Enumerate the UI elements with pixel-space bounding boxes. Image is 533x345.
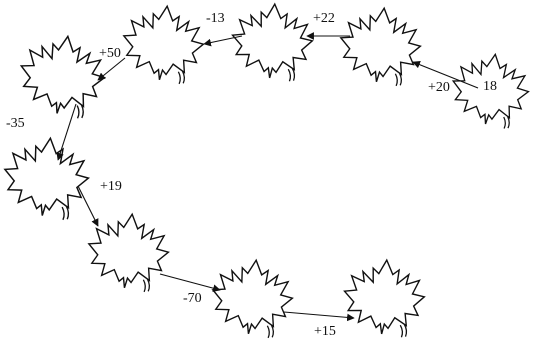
step-label-3: -13 <box>206 11 225 26</box>
step-arrow-4 <box>97 57 126 81</box>
step-arrow-1 <box>412 60 479 89</box>
step-arrow-6 <box>77 185 99 227</box>
step-label-6: +19 <box>100 179 122 194</box>
maple-leaf-icon <box>231 2 314 82</box>
step-label-4: +50 <box>99 46 121 61</box>
step-label-2: +22 <box>313 11 335 26</box>
step-label-5: -35 <box>6 116 25 131</box>
maple-leaf-icon <box>451 52 530 129</box>
step-arrow-8 <box>283 311 355 322</box>
step-label-7: -70 <box>183 291 202 306</box>
step-label-8: +15 <box>314 324 336 339</box>
maple-leaf-icon <box>343 258 426 338</box>
maple-leaf-icon <box>87 212 170 293</box>
maple-leaf-icon <box>19 34 107 119</box>
maple-leaf-icon <box>211 258 294 339</box>
step-arrow-5 <box>56 103 77 161</box>
maple-leaf-icon <box>339 6 422 87</box>
step-label-1: +20 <box>428 80 450 95</box>
step-arrow-3 <box>203 35 243 47</box>
maple-leaf-icon <box>122 4 205 85</box>
start-value-label: 18 <box>483 79 497 94</box>
step-arrow-7 <box>159 273 221 292</box>
maple-leaf-icon <box>3 136 91 221</box>
